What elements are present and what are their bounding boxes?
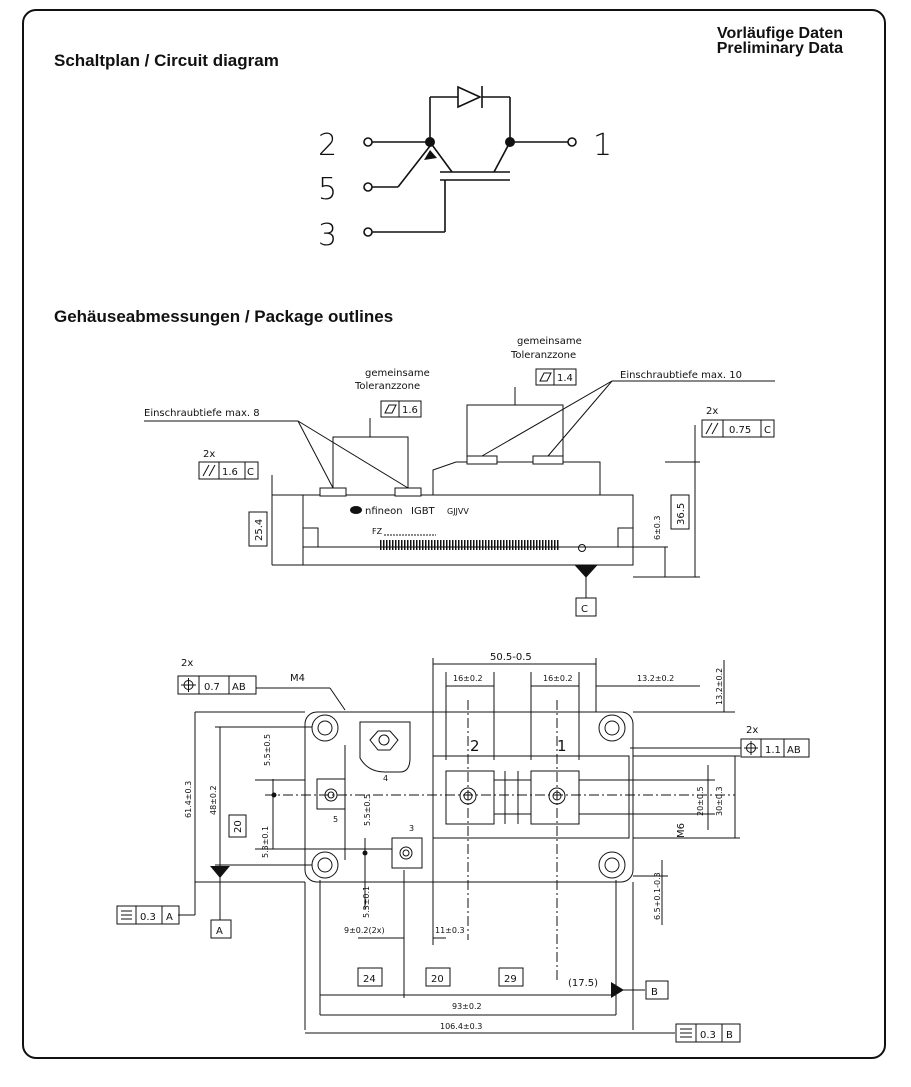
dim-30: 30±0.3 — [715, 786, 724, 816]
emitter-arrow — [424, 150, 437, 160]
dim-5-3a: 5.3±0.1 — [261, 826, 270, 858]
terminal-4-label: 4 — [383, 774, 388, 783]
package-outlines-title: Gehäuseabmessungen / Package outlines — [54, 307, 394, 326]
dim-20-5: 20±0.5 — [696, 786, 705, 816]
dim-20v: 20 — [233, 820, 244, 833]
terminal-1-label: 1 — [557, 737, 567, 755]
position-frame-left — [177, 675, 257, 695]
flat-a-value: 0.3 — [140, 912, 156, 923]
dim-24: 24 — [363, 974, 376, 985]
flat-b-value: 0.3 — [700, 1030, 716, 1041]
common-zone-1-line1: gemeinsame — [365, 368, 430, 379]
pos-right-count: 2x — [746, 725, 758, 736]
circuit-diagram-title: Schaltplan / Circuit diagram — [54, 51, 279, 70]
junction-dot — [425, 137, 435, 147]
dim-6-5: 6.5+0.1-0.3 — [653, 872, 662, 920]
document-frame — [22, 9, 886, 1059]
dim-29: 29 — [504, 974, 517, 985]
datum-a-triangle — [210, 866, 230, 878]
terminal-3-label: 3 — [409, 824, 414, 833]
pin-2-label: 2 — [318, 128, 337, 163]
dim-16b: 16±0.2 — [543, 674, 573, 683]
parallelism-frame-right — [701, 419, 775, 438]
flat-b-ref: B — [726, 1030, 733, 1041]
pin-1-label: 1 — [593, 128, 612, 163]
dim-5-3b: 5.3±0.1 — [362, 886, 371, 918]
datum-c: C — [581, 604, 588, 615]
dim-6: 6±0.3 — [653, 515, 662, 540]
m4-label: M4 — [290, 673, 305, 684]
par-right-value: 0.75 — [729, 425, 751, 436]
dim-50-5: 50.5-0.5 — [490, 652, 532, 663]
flatness-frame-b — [675, 1023, 741, 1043]
flatness-frame-a — [116, 905, 180, 925]
pos-right-ref: AB — [787, 745, 801, 756]
flat-a-ref: A — [166, 912, 173, 923]
dim-106-4: 106.4±0.3 — [440, 1022, 482, 1031]
dim-93: 93±0.2 — [452, 1002, 482, 1011]
dim-9: 9±0.2(2x) — [344, 926, 385, 935]
preliminary-en: Preliminary Data — [716, 40, 843, 57]
terminal-5-label: 5 — [333, 815, 338, 824]
pin-5-label: 5 — [318, 172, 337, 207]
dim-25-4: 25.4 — [254, 519, 265, 541]
terminal-2-label: 2 — [470, 737, 480, 755]
common-zone-2-line2: Toleranzzone — [510, 350, 576, 361]
dim-61-4: 61.4±0.3 — [184, 781, 193, 818]
par-left-ref: C — [247, 467, 254, 478]
top-view — [178, 658, 741, 1034]
dim-20h: 20 — [431, 974, 444, 985]
par-left-value: 1.6 — [222, 467, 238, 478]
pos-right-value: 1.1 — [765, 745, 781, 756]
datum-a: A — [216, 926, 223, 937]
circuit-diagram — [363, 85, 577, 237]
preliminary-de: Vorläufige Daten — [717, 25, 843, 42]
flatness-1-value: 1.6 — [402, 405, 418, 416]
label-code: GJJVV — [447, 507, 469, 516]
label-igbt: IGBT — [411, 506, 436, 517]
pos-left-count: 2x — [181, 658, 193, 669]
flatness-frame-2 — [535, 368, 577, 386]
dim-17-5: (17.5) — [568, 978, 598, 989]
datum-b: B — [651, 987, 658, 998]
label-brand: nfineon — [365, 506, 403, 517]
junction-dot — [505, 137, 515, 147]
dim-5-5a: 5.5±0.5 — [263, 734, 272, 766]
dim-13-2v: 13.2±0.2 — [715, 668, 724, 705]
dim-16a: 16±0.2 — [453, 674, 483, 683]
preliminary-heading: Vorläufige Daten Preliminary Data — [716, 25, 843, 57]
common-zone-1-line2: Toleranzzone — [354, 381, 420, 392]
parallelism-frame-left — [198, 461, 259, 480]
flatness-2-value: 1.4 — [557, 373, 573, 384]
dim-13-2h: 13.2±0.2 — [637, 674, 674, 683]
flatness-frame-1 — [380, 400, 422, 418]
dim-48: 48±0.2 — [209, 785, 218, 815]
pos-left-value: 0.7 — [204, 682, 220, 693]
par-right-count: 2x — [706, 406, 718, 417]
dim-11: 11±0.3 — [435, 926, 465, 935]
position-frame-right — [740, 738, 810, 758]
dim-36-5: 36.5 — [676, 503, 687, 525]
par-right-ref: C — [764, 425, 771, 436]
pos-left-ref: AB — [232, 682, 246, 693]
brand-logo-mark — [350, 506, 362, 514]
m6-label: M6 — [676, 823, 687, 838]
label-fz: FZ — [372, 527, 383, 536]
dim-5-5b: 5.5±0.5 — [363, 794, 372, 826]
datum-b-triangle — [611, 982, 624, 998]
pin-3-label: 3 — [318, 218, 337, 253]
screw-depth-10: Einschraubtiefe max. 10 — [620, 370, 742, 381]
common-zone-2-line1: gemeinsame — [517, 336, 582, 347]
screw-depth-8: Einschraubtiefe max. 8 — [144, 408, 260, 419]
par-left-count: 2x — [203, 449, 215, 460]
